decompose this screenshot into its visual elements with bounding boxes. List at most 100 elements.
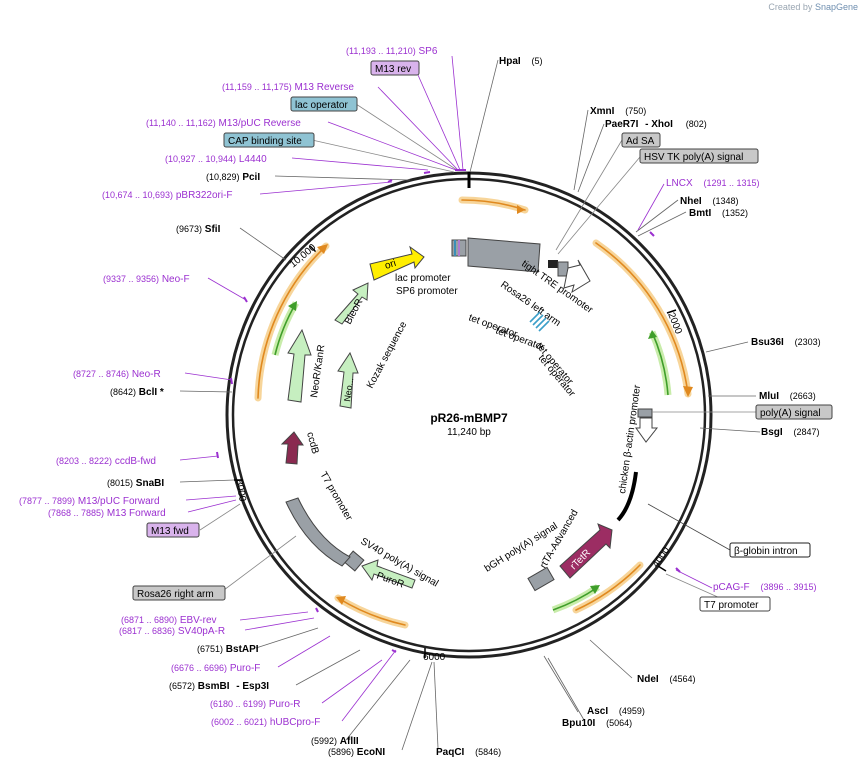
primer-neo-f: (9337 .. 9356) Neo-F (103, 274, 190, 285)
label-kozak: Kozak sequence (365, 320, 410, 391)
site-paqci: PaqCI (5846) (436, 747, 501, 758)
primer-pcag-f: pCAG-F (3896 .. 3915) (713, 582, 817, 593)
orf-arcs (254, 196, 693, 629)
svg-text:(10,927 .. 10,944) L4440: (10,927 .. 10,944) L4440 (165, 154, 267, 165)
svg-text:CAP binding site: CAP binding site (228, 136, 302, 147)
svg-text:(6180 .. 6199) Puro-R: (6180 .. 6199) Puro-R (210, 699, 301, 710)
svg-text:8000: 8000 (233, 479, 248, 503)
svg-text:Bsu36I (2303): Bsu36I (2303) (751, 337, 821, 348)
svg-text:T7 promoter: T7 promoter (704, 600, 759, 611)
primer-pbr322ori-f: (10,674 .. 10,693) pBR322ori-F (102, 190, 233, 201)
credit-text: Created by (768, 2, 813, 12)
svg-text:MluI (2663): MluI (2663) (759, 391, 816, 402)
svg-text:(8203 .. 8222) ccdB-fwd: (8203 .. 8222) ccdB-fwd (56, 456, 156, 467)
primer-sp6: (11,193 .. 11,210) SP6 (346, 46, 438, 57)
svg-text:(9673) SfiI: (9673) SfiI (176, 224, 221, 235)
svg-text:(6751) BstAPI: (6751) BstAPI (197, 644, 259, 655)
svg-text:HpaI (5): HpaI (5) (499, 56, 542, 67)
site-bstapi: (6751) BstAPI (197, 644, 259, 655)
primer-puro-r: (6180 .. 6199) Puro-R (210, 699, 301, 710)
svg-text:(10,674 .. 10,693) pBR322ori-F: (10,674 .. 10,693) pBR322ori-F (102, 190, 233, 201)
svg-text:(11,193 .. 11,210) SP6: (11,193 .. 11,210) SP6 (346, 46, 438, 57)
svg-text:HSV TK poly(A) signal: HSV TK poly(A) signal (644, 152, 743, 163)
site-econi: (5896) EcoNI (328, 747, 385, 758)
box-beta-globin-intron: β-globin intron (729, 542, 811, 558)
site-snabi: (8015) SnaBI (107, 478, 164, 489)
primer-l4440: (10,927 .. 10,944) L4440 (165, 154, 267, 165)
svg-text:(9337 .. 9356) Neo-F: (9337 .. 9356) Neo-F (103, 274, 190, 285)
svg-text:(8642) BclI *: (8642) BclI * (110, 387, 164, 398)
feature-bgh-polya (527, 566, 555, 592)
svg-text:ccdB: ccdB (304, 431, 320, 456)
snapgene-brand: SnapGene (814, 2, 858, 12)
svg-text:(6817 .. 6836) SV40pA-R: (6817 .. 6836) SV40pA-R (119, 626, 225, 637)
orf-arc-top (458, 196, 529, 214)
svg-text:(5896) EcoNI: (5896) EcoNI (328, 747, 385, 758)
primer-m13-puc-forward: (7877 .. 7899) M13/pUC Forward (19, 496, 160, 507)
svg-text:(10,829) PciI: (10,829) PciI (206, 172, 260, 183)
primer-ebv-rev: (6871 .. 6890) EBV-rev (121, 615, 217, 626)
svg-text:(6002 .. 6021) hUBCpro-F: (6002 .. 6021) hUBCpro-F (211, 717, 320, 728)
svg-text:(8015) SnaBI: (8015) SnaBI (107, 478, 164, 489)
svg-text:NheI (1348): NheI (1348) (680, 196, 738, 207)
primer-puro-f: (6676 .. 6696) Puro-F (171, 663, 260, 674)
primer-ccdb-fwd: (8203 .. 8222) ccdB-fwd (56, 456, 156, 467)
feature-ori: ori (369, 245, 425, 281)
leader-lines (179, 55, 761, 751)
svg-text:PaeR7I - XhoI (802): PaeR7I - XhoI (802) (605, 119, 707, 130)
svg-text:(5992) AflII: (5992) AflII (311, 736, 359, 747)
feature-t7-promoter-inner: T7 promoter (285, 470, 354, 567)
svg-text:(6871 .. 6890) EBV-rev: (6871 .. 6890) EBV-rev (121, 615, 217, 626)
svg-text:LNCX (1291 .. 1315): LNCX (1291 .. 1315) (666, 178, 760, 189)
site-hpai: HpaI (5) (499, 56, 542, 67)
orf-arc-bottom (334, 594, 409, 629)
box-rosa26-right-arm: Rosa26 right arm (132, 585, 226, 601)
feature-lac-sp6: lac promoter SP6 promoter (395, 239, 467, 297)
svg-text:NeoR/KanR: NeoR/KanR (309, 344, 327, 398)
svg-text:lac operator: lac operator (295, 100, 348, 111)
site-bmti: BmtI (1352) (689, 208, 748, 219)
tick-6000: 6000 (423, 648, 446, 663)
svg-text:XmnI (750): XmnI (750) (590, 106, 646, 117)
svg-text:M13 fwd: M13 fwd (151, 526, 189, 537)
primer-m13-reverse: (11,159 .. 11,175) M13 Reverse (222, 82, 354, 93)
svg-text:(11,159 .. 11,175) M13 Reverse: (11,159 .. 11,175) M13 Reverse (222, 82, 354, 93)
primer-neo-r: (8727 .. 8746) Neo-R (73, 369, 161, 380)
box-t7-promoter: T7 promoter (699, 596, 771, 612)
svg-text:AscI (4959): AscI (4959) (587, 706, 645, 717)
svg-text:(7868 .. 7885) M13 Forward: (7868 .. 7885) M13 Forward (48, 508, 166, 519)
box-cap-binding-site: CAP binding site (223, 132, 315, 148)
primer-ticks (216, 169, 681, 653)
box-lac-operator: lac operator (290, 96, 358, 112)
svg-text:NdeI (4564): NdeI (4564) (637, 674, 695, 685)
green-orf-arcs (271, 301, 672, 614)
primer-m13-puc-reverse: (11,140 .. 11,162) M13/pUC Reverse (146, 118, 301, 129)
svg-text:poly(A) signal: poly(A) signal (760, 408, 821, 419)
site-ndei: NdeI (4564) (637, 674, 695, 685)
svg-text:(11,140 .. 11,162) M13/pUC Rev: (11,140 .. 11,162) M13/pUC Reverse (146, 118, 301, 129)
site-bsu36i: Bsu36I (2303) (751, 337, 821, 348)
primer-hubcpro-f: (6002 .. 6021) hUBCpro-F (211, 717, 320, 728)
plasmid-length: 11,240 bp (447, 427, 491, 438)
feature-ccdb: ccdB (280, 431, 321, 465)
site-bsgi: BsgI (2847) (761, 427, 819, 438)
box-m13-fwd: M13 fwd (146, 522, 200, 538)
svg-text:T7 promoter: T7 promoter (317, 470, 354, 523)
svg-text:6000: 6000 (423, 652, 446, 663)
svg-text:Bpu10I (5064): Bpu10I (5064) (562, 718, 632, 729)
svg-text:pCAG-F (3896 .. 3915): pCAG-F (3896 .. 3915) (713, 582, 817, 593)
svg-text:(6676 .. 6696) Puro-F: (6676 .. 6696) Puro-F (171, 663, 260, 674)
site-bpu10i: Bpu10I (5064) (562, 718, 632, 729)
svg-text:(8727 .. 8746) Neo-R: (8727 .. 8746) Neo-R (73, 369, 161, 380)
site-aflii: (5992) AflII (311, 736, 359, 747)
svg-text:Rosa26 right arm: Rosa26 right arm (137, 589, 214, 600)
primer-lncx: LNCX (1291 .. 1315) (666, 178, 760, 189)
svg-text:Neo...: Neo... (342, 377, 355, 402)
box-polya-signal: poly(A) signal (755, 404, 833, 420)
plasmid-name: pR26-mBMP7 (430, 411, 508, 425)
primer-m13-forward: (7868 .. 7885) M13 Forward (48, 508, 166, 519)
box-hsv-tk-polya: HSV TK poly(A) signal (639, 148, 759, 164)
site-pcii: (10,829) PciI (206, 172, 260, 183)
svg-text:M13 rev: M13 rev (375, 64, 411, 75)
